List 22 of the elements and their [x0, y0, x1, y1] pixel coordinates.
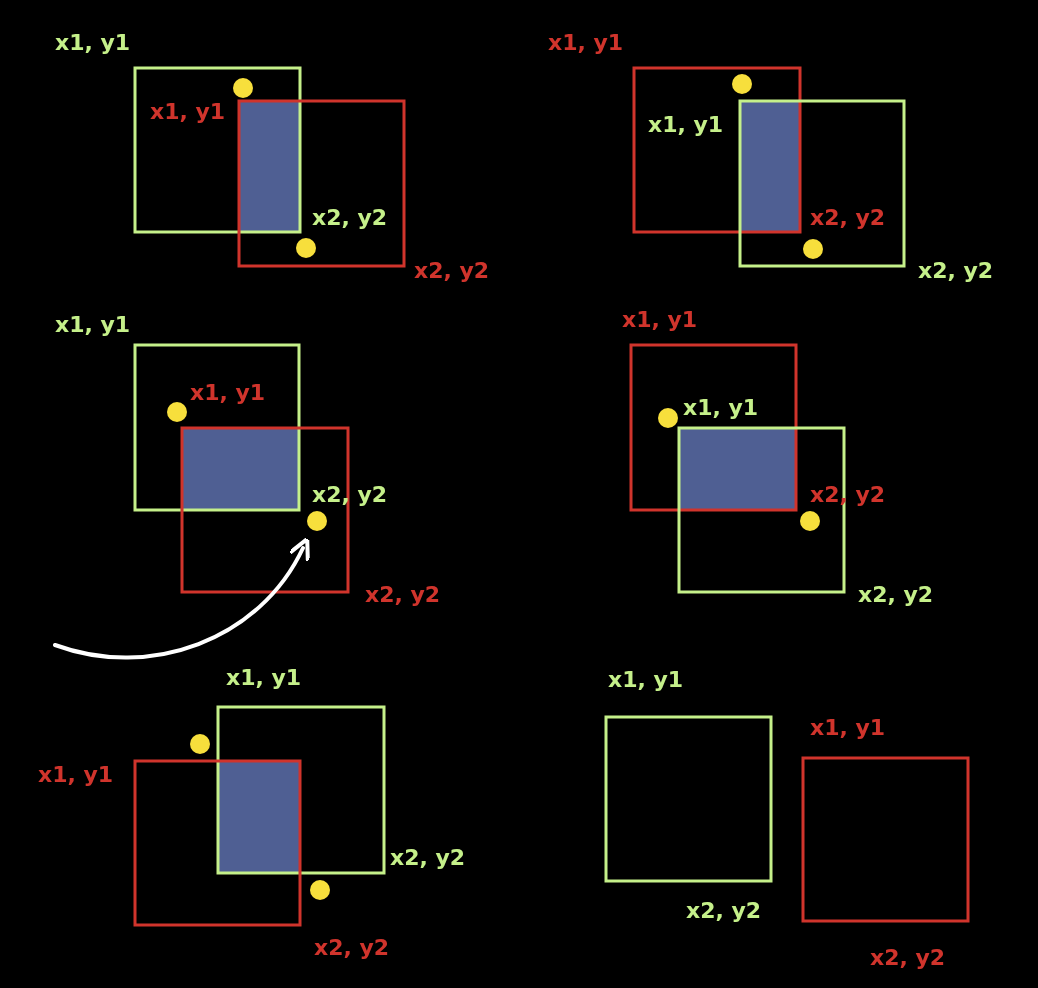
corner-label: x2, y2 [918, 258, 994, 284]
corner-label: x1, y1 [38, 762, 114, 788]
corner-label: x1, y1 [622, 307, 698, 333]
corner-label: x2, y2 [858, 582, 934, 608]
corner-label: x1, y1 [648, 112, 724, 138]
corner-label: x1, y1 [190, 380, 266, 406]
corner-label: x1, y1 [608, 667, 684, 693]
corner-label: x2, y2 [686, 898, 762, 924]
corner-label: x1, y1 [55, 312, 131, 338]
corner-label: x1, y1 [226, 665, 302, 691]
corner-label: x1, y1 [683, 395, 759, 421]
corner-label: x1, y1 [548, 30, 624, 56]
corner-label: x2, y2 [314, 935, 390, 961]
corner-label: x1, y1 [810, 715, 886, 741]
corner-label: x2, y2 [414, 258, 490, 284]
corner-label: x1, y1 [150, 99, 226, 125]
corner-label: x2, y2 [365, 582, 441, 608]
corner-label: x2, y2 [870, 945, 946, 971]
corner-label: x2, y2 [810, 205, 886, 231]
corner-label: x2, y2 [312, 205, 388, 231]
corner-label: x1, y1 [55, 30, 131, 56]
corner-label: x2, y2 [390, 845, 466, 871]
